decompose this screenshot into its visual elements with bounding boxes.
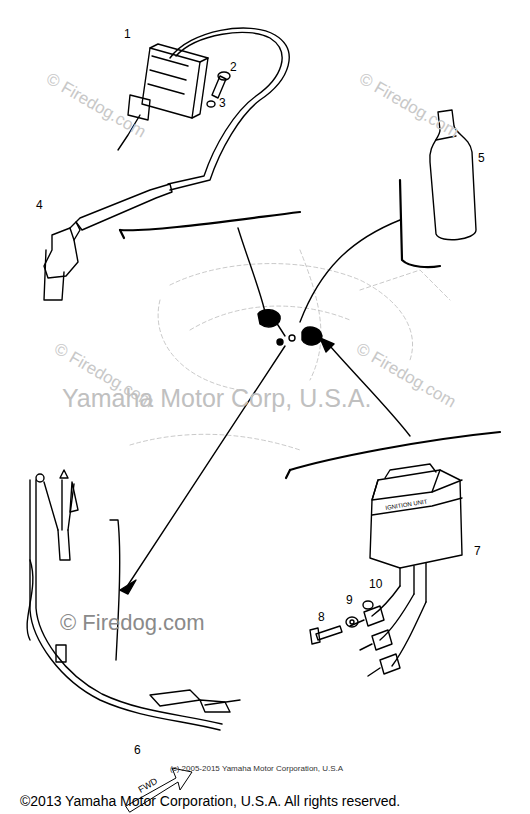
leader-line: [276, 322, 285, 336]
callout-number: 5: [478, 152, 485, 164]
washer: [346, 617, 358, 627]
mount-point: [289, 335, 295, 341]
ignition-coil: [76, 28, 289, 230]
leader-line: [238, 228, 265, 312]
callout-number: 3: [219, 97, 226, 109]
copyright-note: (c) 2005-2015 Yamaha Motor Corporation, …: [170, 765, 343, 773]
bolt: [310, 626, 342, 644]
direction-label: FWD: [137, 777, 159, 795]
watermark: Yamaha Motor Corp, U.S.A.: [62, 386, 371, 411]
wire-harness: [30, 470, 240, 730]
callout-number: 2: [230, 61, 237, 73]
bracket-line: [286, 470, 290, 478]
leader-line: [128, 346, 285, 585]
bracket-line: [27, 560, 33, 640]
callout-number: 7: [474, 545, 481, 557]
washer: [350, 620, 354, 624]
watermark: © Firedog.com: [60, 612, 205, 634]
washer: [363, 601, 373, 609]
callout-number: 1: [124, 28, 131, 40]
callout-number: 8: [318, 611, 325, 623]
copyright-note: ©2013 Yamaha Motor Corporation, U.S.A. A…: [20, 794, 400, 808]
callout-number: 10: [369, 578, 382, 590]
callout-number: 6: [134, 744, 141, 756]
callout-number: 9: [346, 594, 353, 606]
watermark: © Firedog.com: [44, 70, 149, 141]
washer: [207, 101, 215, 107]
bracket-line: [120, 212, 300, 230]
watermark: © Firedog.com: [357, 70, 462, 141]
bolt: [212, 72, 230, 98]
mount-point: [277, 339, 283, 345]
arrowhead: [320, 338, 334, 352]
leader-line: [300, 220, 400, 322]
bracket-line: [290, 432, 500, 470]
frame-outline: [130, 250, 450, 450]
callout-number: 4: [36, 199, 43, 211]
part-marking: IGNITION UNIT: [385, 498, 428, 511]
ignition-unit: [350, 464, 462, 676]
bracket-line: [400, 180, 440, 267]
mount-point: [302, 327, 322, 345]
arrowhead: [120, 580, 136, 594]
plug-cap: [44, 222, 80, 300]
bracket-line: [120, 230, 124, 238]
